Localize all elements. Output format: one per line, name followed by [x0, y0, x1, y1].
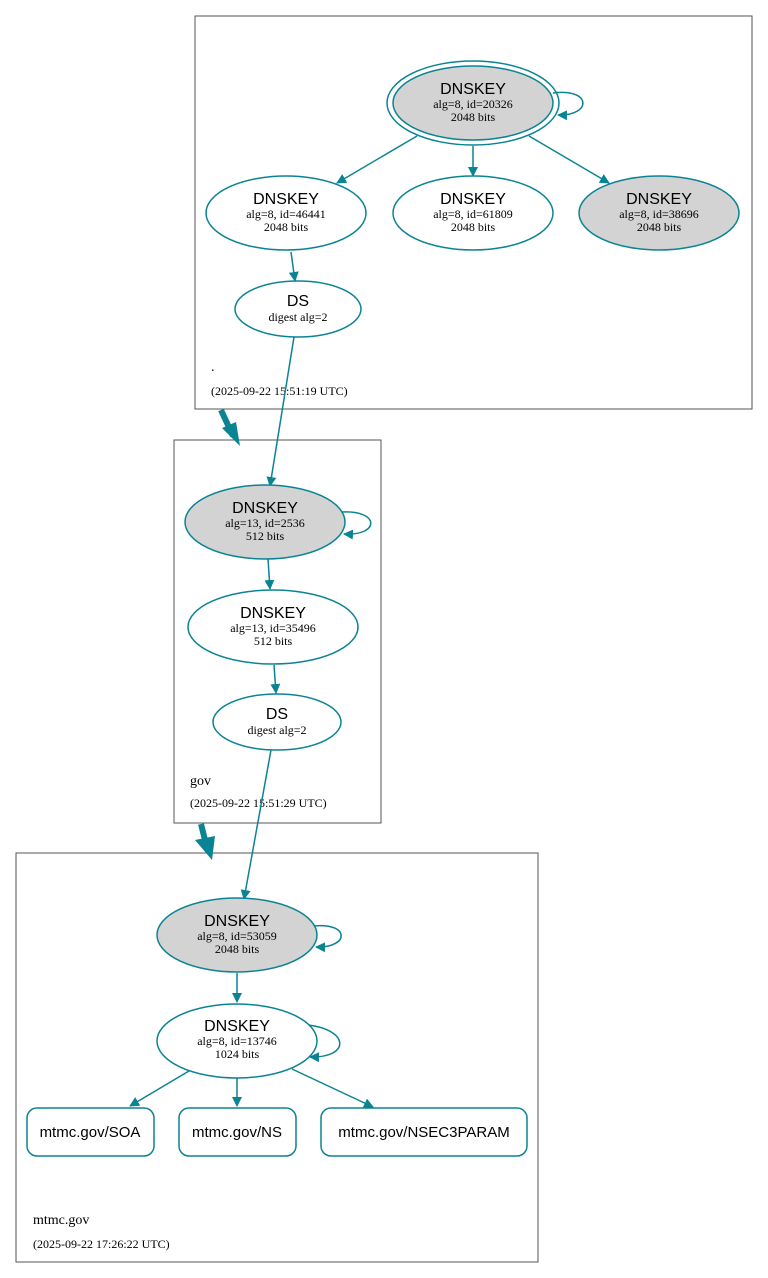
rrset-ns-box — [178, 1107, 297, 1157]
edge-gov-ksk-zsk — [264, 558, 275, 590]
node-gov-zsk-shape — [187, 589, 359, 665]
rrset-soa-box — [26, 1107, 155, 1157]
node-gov-zsk-size: 512 bits — [254, 634, 293, 648]
node-mtmc-ksk[interactable]: DNSKEY alg=8, id=53059 2048 bits — [156, 897, 318, 973]
edge-gov-zsk-ds — [270, 664, 281, 694]
edge-root-ksk-self — [552, 91, 584, 121]
node-root-ksk-shape — [392, 65, 554, 141]
zone-root-timestamp: (2025-09-22 15:51:19 UTC) — [211, 384, 348, 398]
zone-root-border — [194, 15, 753, 410]
edge-gov-ds-mtmc-ksk — [240, 749, 272, 900]
delegation-edge-gov-mtmc-head — [195, 836, 215, 860]
node-gov-ds[interactable]: DS digest alg=2 — [212, 693, 342, 751]
node-mtmc-zsk-size: 1024 bits — [215, 1047, 260, 1061]
node-root-ksk-id: alg=8, id=20326 — [433, 97, 513, 111]
zone-root-label: . — [211, 360, 215, 375]
node-root-ksk-outer — [386, 60, 560, 146]
node-root-zsk3-shape — [578, 175, 740, 251]
node-gov-ksk-id: alg=13, id=2536 — [225, 516, 305, 530]
node-mtmc-zsk[interactable]: DNSKEY alg=8, id=13746 1024 bits — [156, 1003, 318, 1079]
node-gov-ds-digest: digest alg=2 — [247, 723, 306, 737]
node-root-zsk1-title: DNSKEY — [253, 191, 319, 208]
rrset-nsec3param-label: mtmc.gov/NSEC3PARAM — [338, 1124, 509, 1141]
node-root-ds-title: DS — [287, 293, 309, 310]
edge-gov-ksk-self — [341, 511, 372, 540]
zone-mtmc: mtmc.gov (2025-09-22 17:26:22 UTC) — [15, 852, 539, 1263]
node-mtmc-zsk-title: DNSKEY — [204, 1018, 270, 1035]
edge-mtmc-zsk-nsec3param — [291, 1068, 374, 1108]
zone-mtmc-border — [15, 852, 539, 1263]
node-root-ksk-title: DNSKEY — [440, 81, 506, 98]
rrset-soa-label: mtmc.gov/SOA — [40, 1124, 141, 1141]
node-root-zsk2-id: alg=8, id=61809 — [433, 207, 513, 221]
node-mtmc-ksk-title: DNSKEY — [204, 913, 270, 930]
delegation-edges — [195, 408, 240, 860]
node-root-ds-shape — [234, 280, 362, 338]
zone-mtmc-label: mtmc.gov — [33, 1213, 89, 1228]
node-root-zsk3-id: alg=8, id=38696 — [619, 207, 699, 221]
edge-mtmc-zsk-self — [307, 1024, 341, 1063]
edge-mtmc-ksk-self — [312, 924, 342, 953]
node-gov-zsk-title: DNSKEY — [240, 605, 306, 622]
edge-root-ds-gov-ksk — [266, 336, 295, 487]
node-gov-ksk-title: DNSKEY — [232, 500, 298, 517]
zone-gov-timestamp: (2025-09-22 15:51:29 UTC) — [190, 796, 327, 810]
rrset-ns[interactable]: mtmc.gov/NS — [178, 1107, 297, 1157]
node-root-zsk3-size: 2048 bits — [637, 220, 682, 234]
zone-mtmc-timestamp: (2025-09-22 17:26:22 UTC) — [33, 1237, 170, 1251]
node-gov-ds-shape — [212, 693, 342, 751]
node-mtmc-ksk-id: alg=8, id=53059 — [197, 929, 277, 943]
node-root-ksk-size: 2048 bits — [451, 110, 496, 124]
node-root-zsk1-size: 2048 bits — [264, 220, 309, 234]
node-mtmc-zsk-id: alg=8, id=13746 — [197, 1034, 277, 1048]
rrset-nsec3param[interactable]: mtmc.gov/NSEC3PARAM — [320, 1107, 528, 1157]
signing-edges — [129, 91, 610, 1108]
node-root-ds[interactable]: DS digest alg=2 — [234, 280, 362, 338]
node-mtmc-ksk-size: 2048 bits — [215, 942, 260, 956]
node-gov-ksk-shape — [184, 484, 346, 560]
edge-root-ksk-zsk3 — [528, 135, 610, 184]
node-root-zsk3-title: DNSKEY — [626, 191, 692, 208]
delegation-edge-root-gov-head — [222, 422, 240, 446]
node-root-zsk2[interactable]: DNSKEY alg=8, id=61809 2048 bits — [392, 175, 554, 251]
node-mtmc-ksk-shape — [156, 897, 318, 973]
node-root-zsk2-shape — [392, 175, 554, 251]
node-root-zsk1-id: alg=8, id=46441 — [246, 207, 326, 221]
node-root-zsk2-size: 2048 bits — [451, 220, 496, 234]
node-root-zsk1[interactable]: DNSKEY alg=8, id=46441 2048 bits — [205, 175, 367, 251]
edge-mtmc-zsk-soa — [129, 1070, 190, 1107]
edge-root-zsk1-ds — [288, 251, 299, 282]
node-mtmc-zsk-shape — [156, 1003, 318, 1079]
node-root-zsk2-title: DNSKEY — [440, 191, 506, 208]
edge-root-ksk-zsk1 — [336, 135, 418, 184]
node-root-ds-digest: digest alg=2 — [268, 310, 327, 324]
zone-gov-label: gov — [190, 774, 211, 789]
node-root-zsk1-shape — [205, 175, 367, 251]
node-root-ksk[interactable]: DNSKEY alg=8, id=20326 2048 bits — [386, 60, 560, 146]
node-gov-ds-title: DS — [266, 706, 288, 723]
node-gov-ksk[interactable]: DNSKEY alg=13, id=2536 512 bits — [184, 484, 346, 560]
rrset-ns-label: mtmc.gov/NS — [192, 1124, 282, 1141]
rrset-nsec3param-box — [320, 1107, 528, 1157]
node-gov-zsk[interactable]: DNSKEY alg=13, id=35496 512 bits — [187, 589, 359, 665]
node-root-zsk3[interactable]: DNSKEY alg=8, id=38696 2048 bits — [578, 175, 740, 251]
zone-root: . (2025-09-22 15:51:19 UTC) — [194, 15, 753, 410]
rrset-soa[interactable]: mtmc.gov/SOA — [26, 1107, 155, 1157]
node-gov-ksk-size: 512 bits — [246, 529, 285, 543]
node-gov-zsk-id: alg=13, id=35496 — [230, 621, 316, 635]
